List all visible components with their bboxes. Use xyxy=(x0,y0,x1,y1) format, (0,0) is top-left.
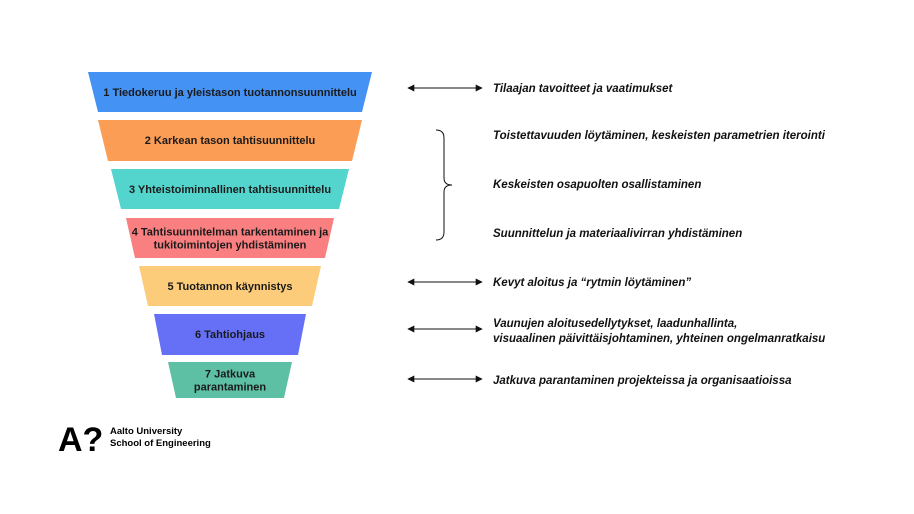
connectors xyxy=(407,84,483,383)
stage-7-label-line-1: 7 Jatkuva xyxy=(205,369,256,381)
description-7-line-1: Jatkuva parantaminen projekteissa ja org… xyxy=(493,375,792,387)
stage-2-label-line-1: 2 Karkean tason tahtisuunnittelu xyxy=(145,135,316,147)
stage-4-label-line-2: tukitoimintojen yhdistäminen xyxy=(154,240,307,252)
stage-6-shape xyxy=(154,314,306,355)
stage-2: 2 Karkean tason tahtisuunnittelu xyxy=(98,120,362,161)
stage-descriptions: Tilaajan tavoitteet ja vaatimuksetToiste… xyxy=(493,83,826,387)
stage-4-shape xyxy=(126,218,334,258)
bracket-stages-2-4 xyxy=(435,129,453,241)
description-3-line-1: Keskeisten osapuolten osallistaminen xyxy=(493,179,701,191)
stage-1: 1 Tiedokeruu ja yleistason tuotannonsuun… xyxy=(88,72,372,112)
description-4-line-1: Suunnittelun ja materiaalivirran yhdistä… xyxy=(493,228,742,240)
aalto-logo-line-1: Aalto University xyxy=(110,426,183,437)
stage-5: 5 Tuotannon käynnistys xyxy=(139,266,321,306)
description-6-line-1: Vaunujen aloitusedellytykset, laadunhall… xyxy=(493,318,737,330)
stage-1-label-line-1: 1 Tiedokeruu ja yleistason tuotannonsuun… xyxy=(103,87,356,99)
stage-3-shape xyxy=(111,169,349,209)
aalto-logo-line-2: School of Engineering xyxy=(110,438,211,449)
funnel-stages: 1 Tiedokeruu ja yleistason tuotannonsuun… xyxy=(88,72,372,398)
stage-5-label-line-1: 5 Tuotannon käynnistys xyxy=(167,281,292,293)
stage-5-shape xyxy=(139,266,321,306)
aalto-logo: A? Aalto University School of Engineerin… xyxy=(58,421,211,459)
stage-7-label-line-2: parantaminen xyxy=(194,382,266,394)
stage-7-shape xyxy=(168,362,292,398)
stage-1-shape xyxy=(88,72,372,112)
stage-3: 3 Yhteistoiminnallinen tahtisuunnittelu xyxy=(111,169,349,209)
description-6-line-2: visuaalinen päivittäisjohtaminen, yhtein… xyxy=(493,333,825,345)
aalto-logo-mark: A? xyxy=(58,421,103,459)
stage-2-shape xyxy=(98,120,362,161)
description-2-line-1: Toistettavuuden löytäminen, keskeisten p… xyxy=(493,130,826,142)
stage-6-label-line-1: 6 Tahtiohjaus xyxy=(195,329,265,341)
stage-6: 6 Tahtiohjaus xyxy=(154,314,306,355)
stage-4-label-line-1: 4 Tahtisuunnitelman tarkentaminen ja xyxy=(132,227,329,239)
description-5-line-1: Kevyt aloitus ja “rytmin löytäminen” xyxy=(493,277,691,289)
description-1-line-1: Tilaajan tavoitteet ja vaatimukset xyxy=(493,83,674,95)
stage-3-label-line-1: 3 Yhteistoiminnallinen tahtisuunnittelu xyxy=(129,184,331,196)
stage-4: 4 Tahtisuunnitelman tarkentaminen jatuki… xyxy=(126,218,334,258)
